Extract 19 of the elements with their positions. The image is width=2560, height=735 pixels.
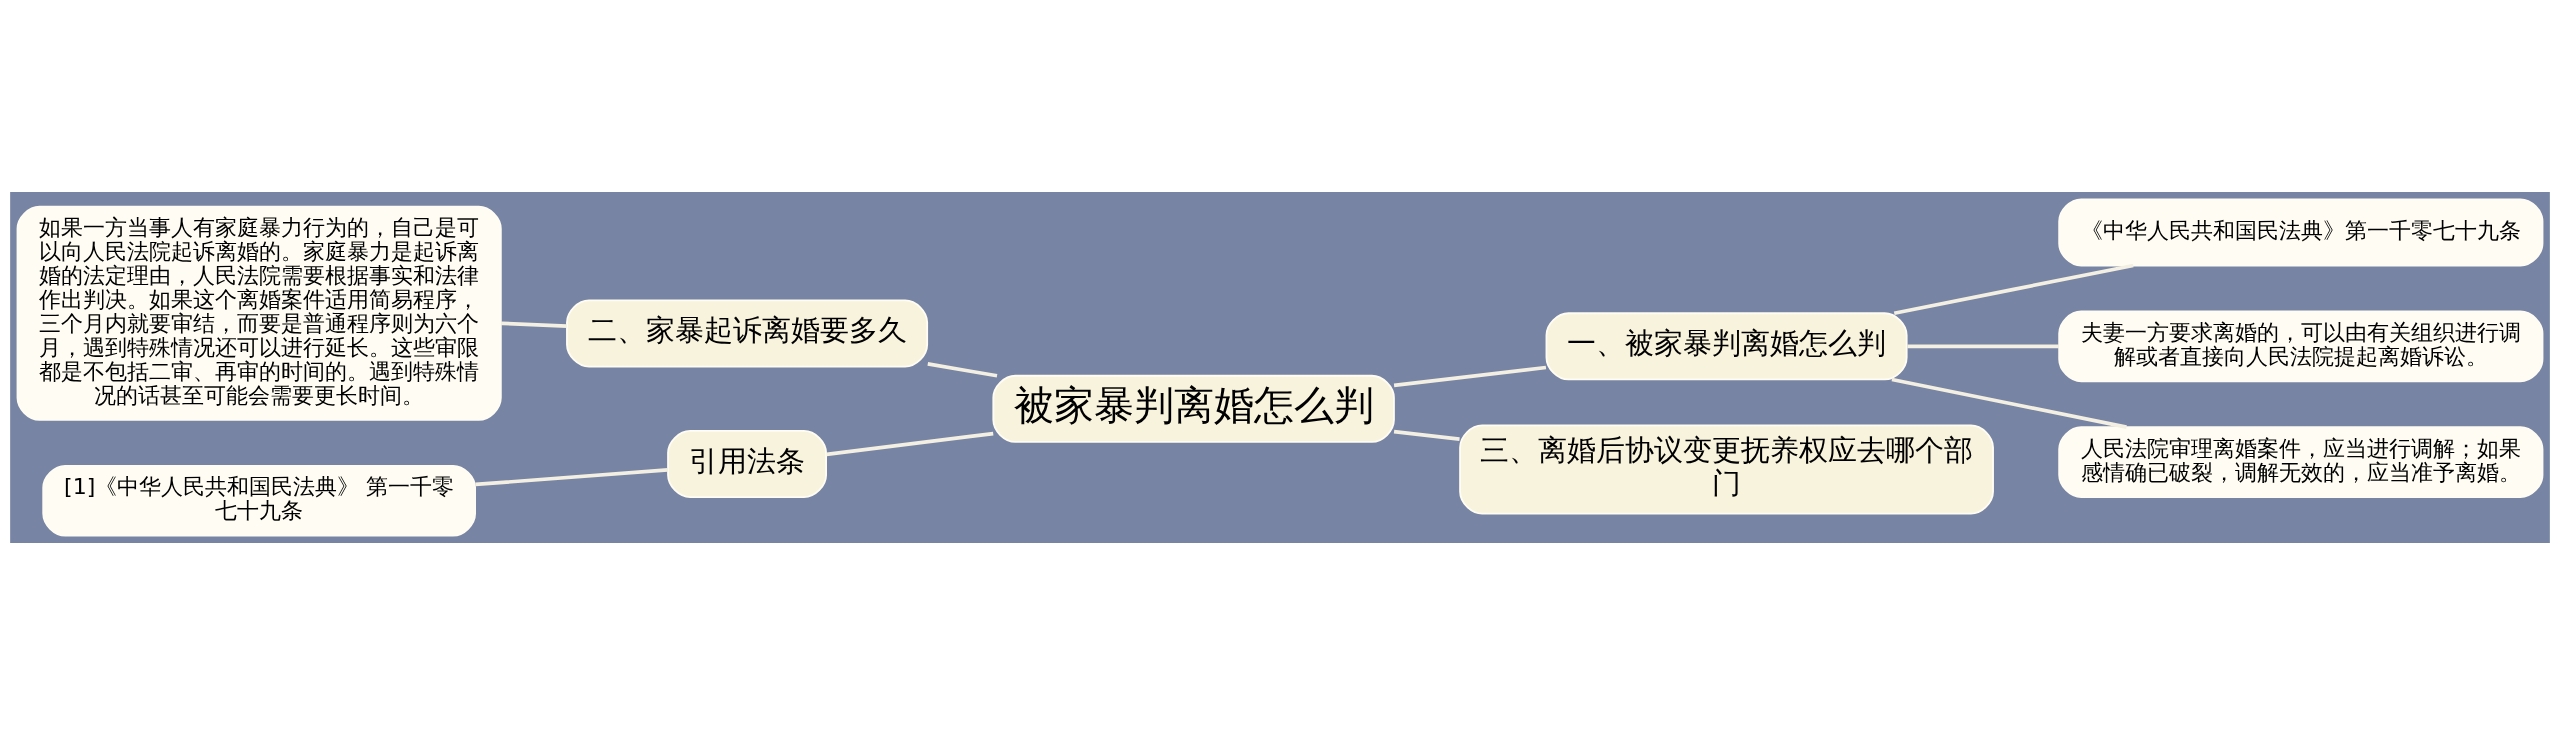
connector — [1893, 263, 2134, 316]
node-box: 如果一方当事人有家庭暴力行为的，自己是可以向人民法院起诉离婚的。家庭暴力是起诉离婚的法定理由，人民法院需要根据事实和法律作出判决。如果这个离婚案件适用简易程序，三个月内就要审结，而要是普通程序则为六个月，遇到特殊情况还可以进行延长。这些审限都是不包括二审、再审的时间的。遇到特殊情况的话甚至可能会需要更长时间。 — [16, 205, 502, 421]
node-box: 《中华人民共和国民法典》第一千零七十九条 — [2058, 198, 2544, 267]
node-box: 二、家暴起诉离婚要多久 — [566, 299, 929, 368]
connector — [826, 431, 994, 457]
connector — [1393, 365, 1547, 388]
node-box: 一、被家暴判离婚怎么判 — [1545, 312, 1908, 381]
node-box: 三、离婚后协议变更抚养权应去哪个部门 — [1459, 424, 1994, 515]
connector — [1891, 377, 2127, 429]
node-box: 被家暴判离婚怎么判 — [992, 374, 1395, 443]
node-box: 人民法院审理离婚案件，应当进行调解；如果感情确已破裂，调解无效的，应当准予离婚。 — [2058, 426, 2544, 498]
node-box: 夫妻一方要求离婚的，可以由有关组织进行调解或者直接向人民法院提起离婚诉讼。 — [2058, 310, 2544, 383]
connector — [475, 468, 668, 487]
node-box: 引用法条 — [667, 429, 827, 498]
node-box: [1]《中华人民共和国民法典》 第一千零七十九条 — [42, 464, 476, 537]
connector — [927, 362, 998, 378]
connector — [500, 321, 567, 328]
connector — [1907, 344, 2059, 349]
connector — [1393, 429, 1460, 441]
